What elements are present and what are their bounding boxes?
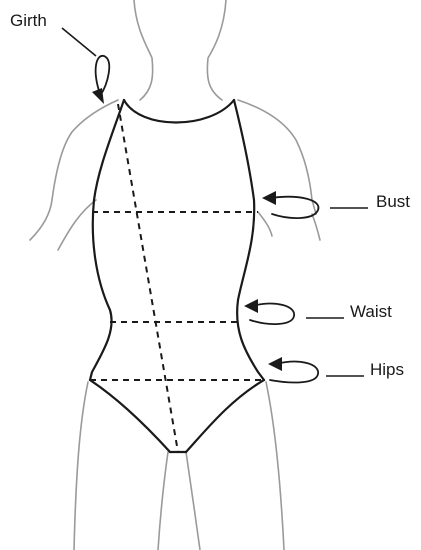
left-arm-outer bbox=[30, 100, 118, 240]
right-arm-inner bbox=[258, 212, 272, 236]
girth-line bbox=[118, 104, 178, 452]
bust-callout: Bust bbox=[262, 191, 410, 218]
bust-arrowhead bbox=[262, 191, 276, 205]
swimsuit-left-leg-opening bbox=[90, 380, 170, 452]
body-figure bbox=[30, 0, 320, 550]
bust-label: Bust bbox=[376, 192, 410, 211]
girth-leader-line bbox=[62, 28, 96, 56]
right-leg-outer bbox=[266, 382, 284, 550]
left-arm-inner bbox=[58, 200, 96, 250]
neck-right bbox=[207, 0, 226, 100]
hips-label: Hips bbox=[370, 360, 404, 379]
swimsuit-outline bbox=[90, 100, 264, 452]
swimsuit-right-side bbox=[234, 100, 264, 380]
right-arm-outer bbox=[312, 214, 320, 240]
girth-arrowhead bbox=[92, 88, 104, 104]
girth-label: Girth bbox=[10, 11, 47, 30]
neck-left bbox=[134, 0, 153, 100]
left-leg-outer bbox=[74, 382, 88, 550]
swimsuit-left-side bbox=[90, 100, 124, 380]
waist-label: Waist bbox=[350, 302, 392, 321]
waist-arrowhead bbox=[244, 299, 258, 313]
girth-callout: Girth bbox=[10, 11, 109, 104]
left-leg-inner bbox=[158, 452, 168, 550]
hips-arrowhead bbox=[268, 357, 282, 371]
waist-callout: Waist bbox=[244, 299, 392, 324]
swimsuit-right-leg-opening bbox=[186, 380, 264, 452]
hips-callout: Hips bbox=[268, 357, 404, 382]
bust-loop-arrow bbox=[270, 197, 318, 218]
right-leg-inner bbox=[186, 452, 200, 550]
swimsuit-neckline bbox=[124, 100, 234, 123]
